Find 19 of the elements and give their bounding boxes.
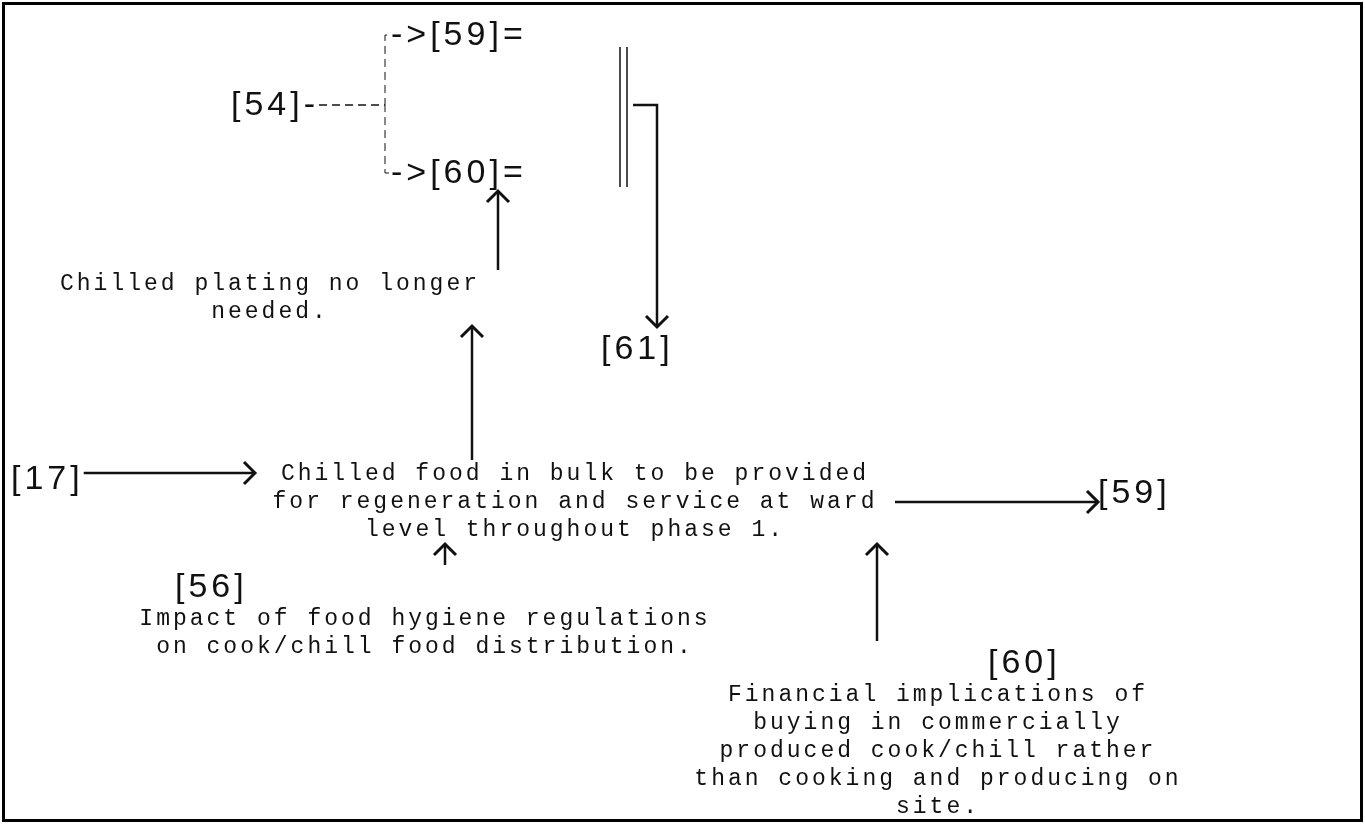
arrow: [485, 189, 511, 270]
reference-number: [17]: [11, 457, 84, 497]
arrow: [432, 542, 458, 565]
reference-number: [54]-: [231, 83, 320, 123]
reference-number: [59]: [1098, 471, 1171, 511]
reference-number: [60]: [988, 641, 1061, 681]
arrow: [83, 460, 257, 486]
arrow: [459, 324, 485, 460]
description-text: Chilled food in bulk to be provided for regeneration and service at ward level throughout phase 1.: [255, 460, 895, 544]
description-text: Financial implications of buying in commercially produced cook/chill rather than cooking and producing on site.: [693, 681, 1183, 819]
arrow: [633, 103, 670, 329]
arrow: [864, 542, 890, 641]
reference-number: [56]: [175, 565, 248, 605]
description-text: Chilled plating no longer needed.: [58, 270, 482, 326]
reference-number: ->[59]=: [391, 13, 527, 53]
description-text: Impact of food hygiene regulations on cook/chill food distribution.: [138, 605, 712, 661]
reference-number: [61]: [601, 327, 674, 367]
arrow: [895, 489, 1100, 515]
reference-number: ->[60]=: [391, 151, 527, 191]
